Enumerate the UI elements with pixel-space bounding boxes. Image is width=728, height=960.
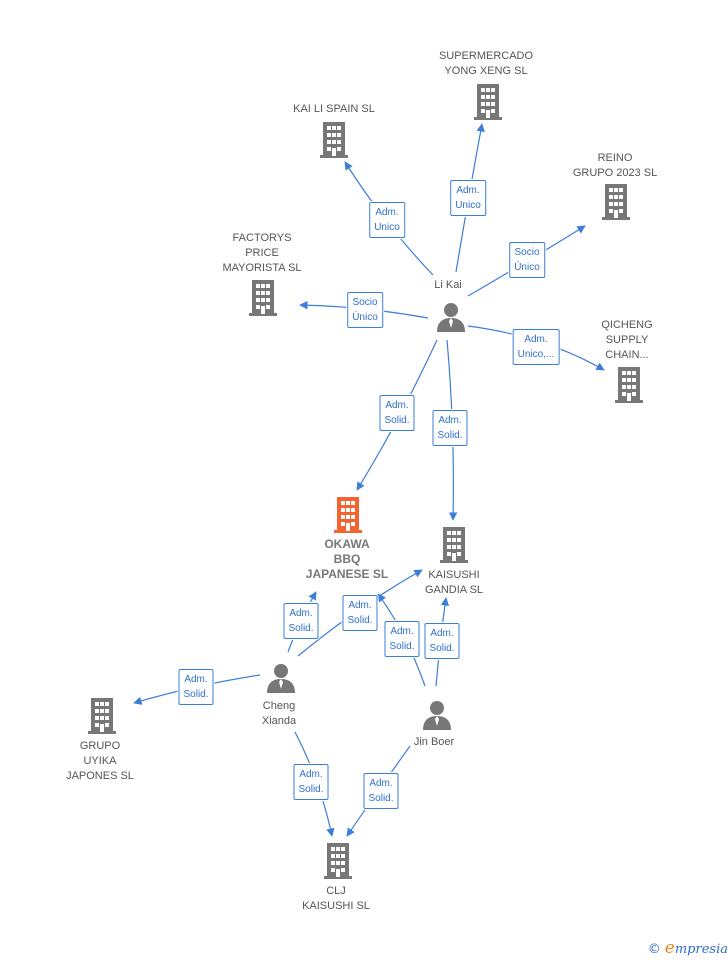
building-icon-supermercado[interactable] — [474, 84, 502, 120]
company-label-grupo-uyika[interactable]: GRUPO UYIKA JAPONES SL — [66, 740, 134, 782]
edge-label-jin-okawa: Adm. Solid. — [384, 621, 420, 657]
edge-label-li-kai-kaisushi: Adm. Solid. — [432, 410, 468, 446]
company-label-kaisushi-gandia[interactable]: KAISUSHI GANDIA SL — [424, 569, 484, 596]
brand-initial: e — [664, 938, 675, 958]
company-label-kaili[interactable]: KAI LI SPAIN SL — [293, 103, 375, 115]
edge-label-jin-kaisushi: Adm. Solid. — [424, 623, 460, 659]
brand-name: mpresia — [674, 942, 728, 957]
edge-label-li-kai-factorys: Socio Único — [347, 292, 383, 328]
person-icon-cheng-xianda[interactable] — [266, 663, 296, 693]
company-label-clj[interactable]: CLJ KAISUSHI SL — [302, 885, 370, 912]
company-label-okawa[interactable]: OKAWA BBQ JAPANESE SL — [305, 537, 389, 581]
company-label-supermercado[interactable]: SUPERMERCADO YONG XENG SL — [438, 50, 534, 77]
copyright-icon: © — [647, 942, 661, 957]
person-icon-li-kai[interactable] — [436, 302, 466, 332]
person-label-li-kai[interactable]: Li Kai — [434, 279, 462, 291]
edge-label-li-kai-kaili: Adm. Unico — [369, 202, 405, 238]
company-label-factorys[interactable]: FACTORYS PRICE MAYORISTA SL — [222, 232, 302, 274]
company-label-qicheng[interactable]: QICHENG SUPPLY CHAIN... — [601, 319, 653, 361]
building-icon-qicheng[interactable] — [615, 367, 643, 403]
empresia-brand: ©empresia — [648, 938, 728, 958]
building-icon-kaisushi-gandia[interactable] — [440, 527, 468, 563]
building-icon-okawa[interactable] — [334, 497, 362, 533]
edge-label-cheng-okawa: Adm. Solid. — [283, 603, 319, 639]
building-icon-factorys[interactable] — [249, 280, 277, 316]
building-icon-reino[interactable] — [602, 184, 630, 220]
company-label-reino[interactable]: REINO GRUPO 2023 SL — [572, 152, 658, 179]
person-label-cheng-xianda[interactable]: Cheng Xianda — [261, 700, 297, 727]
building-icon-kaili[interactable] — [320, 122, 348, 158]
edge-label-li-kai-reino: Socio Único — [509, 242, 545, 278]
edge-label-cheng-uyika: Adm. Solid. — [178, 669, 214, 705]
edge-label-li-kai-okawa: Adm. Solid. — [379, 395, 415, 431]
person-label-jin-boer[interactable]: Jin Boer — [413, 736, 455, 748]
building-icon-grupo-uyika[interactable] — [88, 698, 116, 734]
edge-label-cheng-clj: Adm. Solid. — [293, 764, 329, 800]
edge-label-li-kai-supermercado: Adm. Unico — [450, 180, 486, 216]
edge-label-cheng-kaisushi: Adm. Solid. — [342, 595, 378, 631]
building-icon-clj[interactable] — [324, 843, 352, 879]
person-icon-jin-boer[interactable] — [422, 700, 452, 730]
edge-label-jin-clj: Adm. Solid. — [363, 773, 399, 809]
edge-label-li-kai-qicheng: Adm. Unico,... — [512, 329, 560, 365]
